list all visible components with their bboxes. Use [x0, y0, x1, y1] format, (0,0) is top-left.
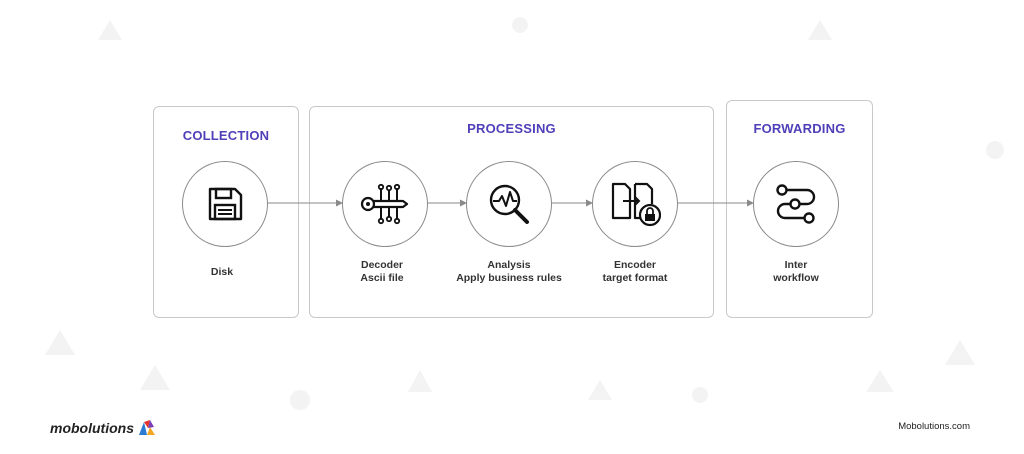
- decoder-label-line-1: Decoder: [360, 259, 403, 271]
- circuit-key-icon: [360, 183, 409, 225]
- analysis-label-line-2: Apply business rules: [456, 272, 562, 284]
- forwarding-title: FORWARDING: [753, 121, 846, 136]
- analysis-node: [466, 161, 552, 247]
- disk-node: [182, 161, 268, 247]
- analysis-label-line-1: Analysis: [487, 259, 531, 271]
- encoder-label-line-1: Encoder: [613, 259, 656, 271]
- brand-mark-icon: [139, 420, 155, 435]
- brand-name: mobolutions: [50, 420, 134, 436]
- disk-label-line-1: Disk: [210, 266, 234, 278]
- encoder-node: [592, 161, 678, 247]
- inter-label-line-2: workflow: [773, 272, 819, 284]
- footer-url[interactable]: Mobolutions.com: [898, 421, 970, 432]
- inter-label: Inter workflow: [716, 259, 876, 285]
- analysis-label: Analysis Apply business rules: [429, 259, 589, 285]
- decoder-label-line-2: Ascii file: [360, 272, 404, 284]
- inter-node: [753, 161, 839, 247]
- workflow-icon: [776, 184, 816, 224]
- document-lock-icon: [611, 182, 661, 227]
- disk-label: Disk: [142, 266, 302, 279]
- encoder-label-line-2: target format: [602, 272, 668, 284]
- processing-title: PROCESSING: [467, 121, 556, 136]
- brand-logo: mobolutions: [50, 419, 157, 437]
- encoder-label: Encoder target format: [555, 259, 715, 285]
- floppy-disk-icon: [208, 187, 243, 221]
- inter-label-line-1: Inter: [784, 259, 808, 271]
- decoder-label: Decoder Ascii file: [302, 259, 462, 285]
- collection-title: COLLECTION: [182, 128, 270, 143]
- magnifier-pulse-icon: [489, 184, 529, 224]
- decoder-node: [342, 161, 428, 247]
